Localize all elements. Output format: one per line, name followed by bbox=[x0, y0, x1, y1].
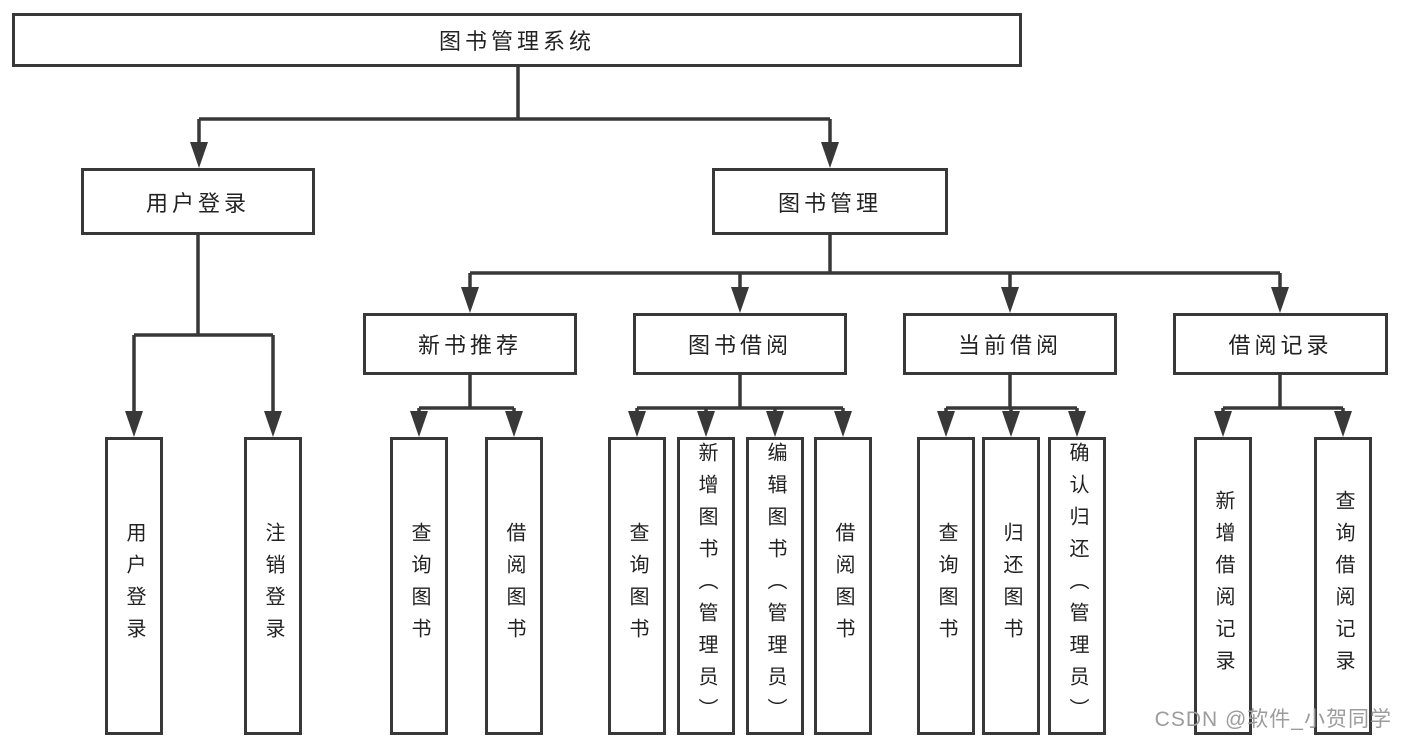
connector-root-to-level2 bbox=[197, 67, 832, 146]
node-leaf-record-query-borrow-record: 查询借阅记录 bbox=[1314, 437, 1372, 735]
connector-book-mgmt-to-level3 bbox=[468, 235, 1282, 291]
node-leaf-user-login-label: 用户登录 bbox=[123, 522, 145, 650]
node-leaf-newbook-borrow-books-label: 借阅图书 bbox=[503, 522, 525, 650]
node-leaf-logout: 注销登录 bbox=[244, 437, 302, 735]
node-borrow-record: 借阅记录 bbox=[1173, 313, 1388, 375]
node-leaf-logout-label: 注销登录 bbox=[262, 522, 284, 650]
csdn-watermark: CSDN @软件_小贺同学 bbox=[1154, 708, 1392, 731]
node-book-borrow: 图书借阅 bbox=[633, 313, 847, 375]
node-leaf-borrow-query-books-label: 查询图书 bbox=[626, 522, 648, 650]
node-leaf-record-query-borrow-record-label: 查询借阅记录 bbox=[1332, 490, 1354, 682]
node-leaf-newbook-query-books: 查询图书 bbox=[390, 437, 448, 735]
node-leaf-record-add-borrow-record-label: 新增借阅记录 bbox=[1212, 490, 1234, 682]
node-leaf-record-add-borrow-record: 新增借阅记录 bbox=[1194, 437, 1252, 735]
node-leaf-current-return-books: 归还图书 bbox=[982, 437, 1040, 735]
node-book-management: 图书管理 bbox=[712, 168, 948, 235]
node-leaf-current-return-books-label: 归还图书 bbox=[1000, 522, 1022, 650]
node-current-borrow: 当前借阅 bbox=[903, 313, 1117, 375]
node-book-management-label: 图书管理 bbox=[777, 190, 882, 216]
node-book-borrow-label: 图书借阅 bbox=[687, 333, 792, 358]
node-leaf-current-query-books-label: 查询图书 bbox=[935, 522, 957, 650]
node-user-login: 用户登录 bbox=[81, 168, 315, 235]
node-new-book-recommend: 新书推荐 bbox=[363, 313, 577, 375]
connector-borrow-record-to-leaves bbox=[1221, 375, 1345, 418]
node-leaf-borrow-edit-books-admin-label: 编辑图书（管理员） bbox=[764, 442, 786, 730]
node-leaf-current-query-books: 查询图书 bbox=[917, 437, 975, 735]
node-borrow-record-label: 借阅记录 bbox=[1228, 333, 1333, 358]
node-user-login-label: 用户登录 bbox=[145, 190, 250, 216]
node-leaf-newbook-borrow-books: 借阅图书 bbox=[485, 437, 543, 735]
node-leaf-user-login: 用户登录 bbox=[105, 437, 163, 735]
node-root-label: 图书管理系统 bbox=[438, 29, 595, 54]
connector-book-borrow-to-leaves bbox=[635, 375, 845, 418]
arrowheads bbox=[125, 142, 1352, 437]
node-leaf-borrow-add-books-admin-label: 新增图书（管理员） bbox=[695, 442, 717, 730]
connector-new-book-to-leaves bbox=[417, 375, 516, 418]
node-new-book-recommend-label: 新书推荐 bbox=[417, 333, 522, 358]
node-current-borrow-label: 当前借阅 bbox=[957, 333, 1062, 358]
node-root-system: 图书管理系统 bbox=[12, 13, 1022, 67]
node-leaf-newbook-query-books-label: 查询图书 bbox=[408, 522, 430, 650]
node-leaf-borrow-borrow-books: 借阅图书 bbox=[814, 437, 872, 735]
connector-user-login-to-leaves bbox=[132, 235, 275, 415]
node-leaf-borrow-add-books-admin: 新增图书（管理员） bbox=[677, 437, 735, 735]
node-leaf-borrow-edit-books-admin: 编辑图书（管理员） bbox=[746, 437, 804, 735]
node-leaf-borrow-query-books: 查询图书 bbox=[608, 437, 666, 735]
node-leaf-current-confirm-return-admin-label: 确认归还（管理员） bbox=[1066, 442, 1088, 730]
node-leaf-borrow-borrow-books-label: 借阅图书 bbox=[832, 522, 854, 650]
node-leaf-current-confirm-return-admin: 确认归还（管理员） bbox=[1048, 437, 1106, 735]
